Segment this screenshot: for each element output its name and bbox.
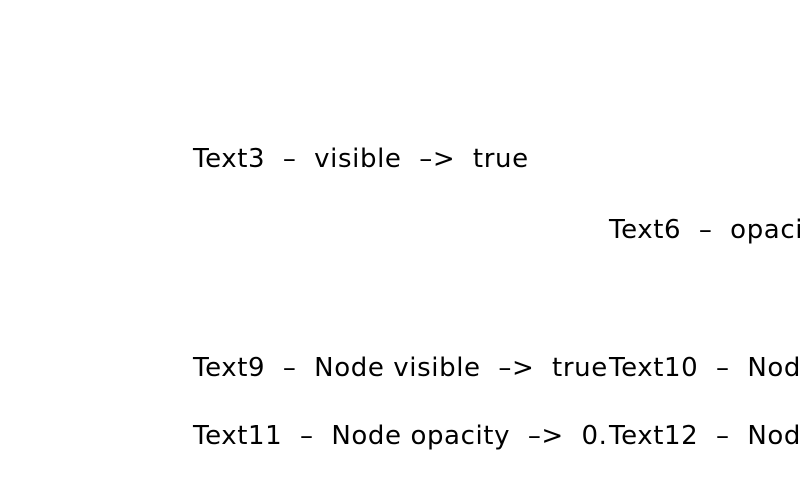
- property-label-text11: Text11 – Node opacity –> 0.5: [193, 421, 625, 451]
- property-label-text10: Text10 – Node visible –> false: [609, 353, 800, 383]
- property-label-text9: Text9 – Node visible –> true: [193, 353, 608, 383]
- property-label-text12: Text12 – Node opacity –> 1.0: [609, 421, 800, 451]
- property-label-text6: Text6 – opacity –> 0.5: [609, 215, 800, 245]
- property-label-text3: Text3 – visible –> true: [193, 144, 529, 174]
